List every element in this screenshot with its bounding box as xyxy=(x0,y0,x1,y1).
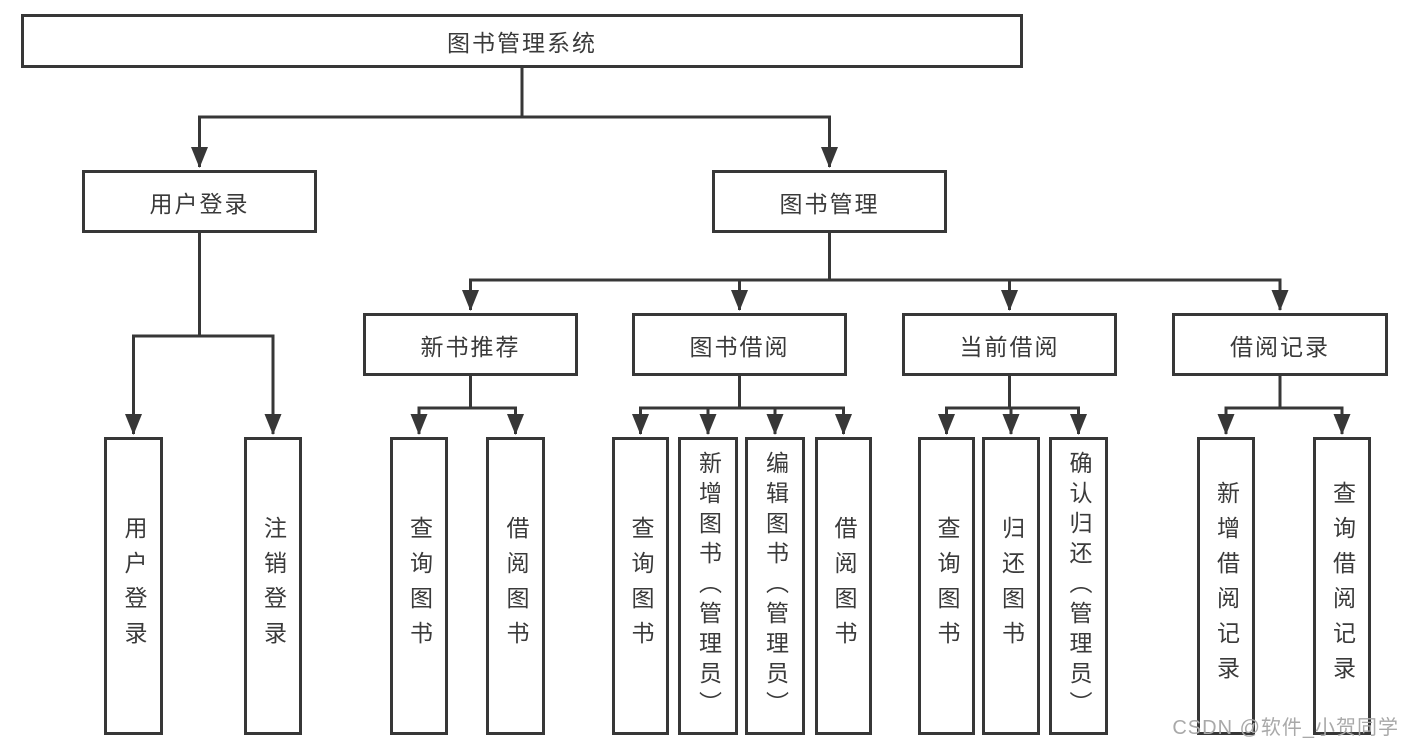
node-leaf-query-book-current: 查询图书 xyxy=(918,437,975,735)
node-leaf-add-book-admin: 新增图书（管理员） xyxy=(678,437,738,735)
node-borrowing-records-label: 借阅记录 xyxy=(1230,333,1330,360)
node-current-borrowing-label: 当前借阅 xyxy=(959,333,1060,360)
node-user-login-branch-label: 用户登录 xyxy=(149,190,250,217)
node-root: 图书管理系统 xyxy=(21,14,1023,68)
csdn-watermark: CSDN @软件_小贺同学 xyxy=(1172,717,1399,739)
node-borrowing-records: 借阅记录 xyxy=(1172,313,1388,376)
node-leaf-query-book-recommend: 查询图书 xyxy=(390,437,448,735)
node-leaf-logout: 注销登录 xyxy=(244,437,302,735)
node-book-borrowing: 图书借阅 xyxy=(632,313,847,376)
node-new-book-recommendation: 新书推荐 xyxy=(363,313,578,376)
node-root-label: 图书管理系统 xyxy=(447,30,597,56)
node-book-management-label: 图书管理 xyxy=(779,190,880,217)
node-leaf-query-book-borrow: 查询图书 xyxy=(612,437,669,735)
node-book-borrowing-label: 图书借阅 xyxy=(689,333,790,360)
node-leaf-confirm-return-admin: 确认归还（管理员） xyxy=(1049,437,1108,735)
node-new-book-recommendation-label: 新书推荐 xyxy=(420,333,521,360)
node-leaf-borrow-book-recommend: 借阅图书 xyxy=(486,437,545,735)
node-user-login-branch: 用户登录 xyxy=(82,170,317,233)
node-book-management: 图书管理 xyxy=(712,170,947,233)
node-leaf-borrow-book: 借阅图书 xyxy=(815,437,872,735)
node-leaf-return-book: 归还图书 xyxy=(982,437,1040,735)
node-leaf-query-borrow-record: 查询借阅记录 xyxy=(1313,437,1371,735)
node-leaf-user-login: 用户登录 xyxy=(104,437,163,735)
node-current-borrowing: 当前借阅 xyxy=(902,313,1117,376)
node-leaf-add-borrow-record: 新增借阅记录 xyxy=(1197,437,1255,735)
node-leaf-edit-book-admin: 编辑图书（管理员） xyxy=(745,437,805,735)
